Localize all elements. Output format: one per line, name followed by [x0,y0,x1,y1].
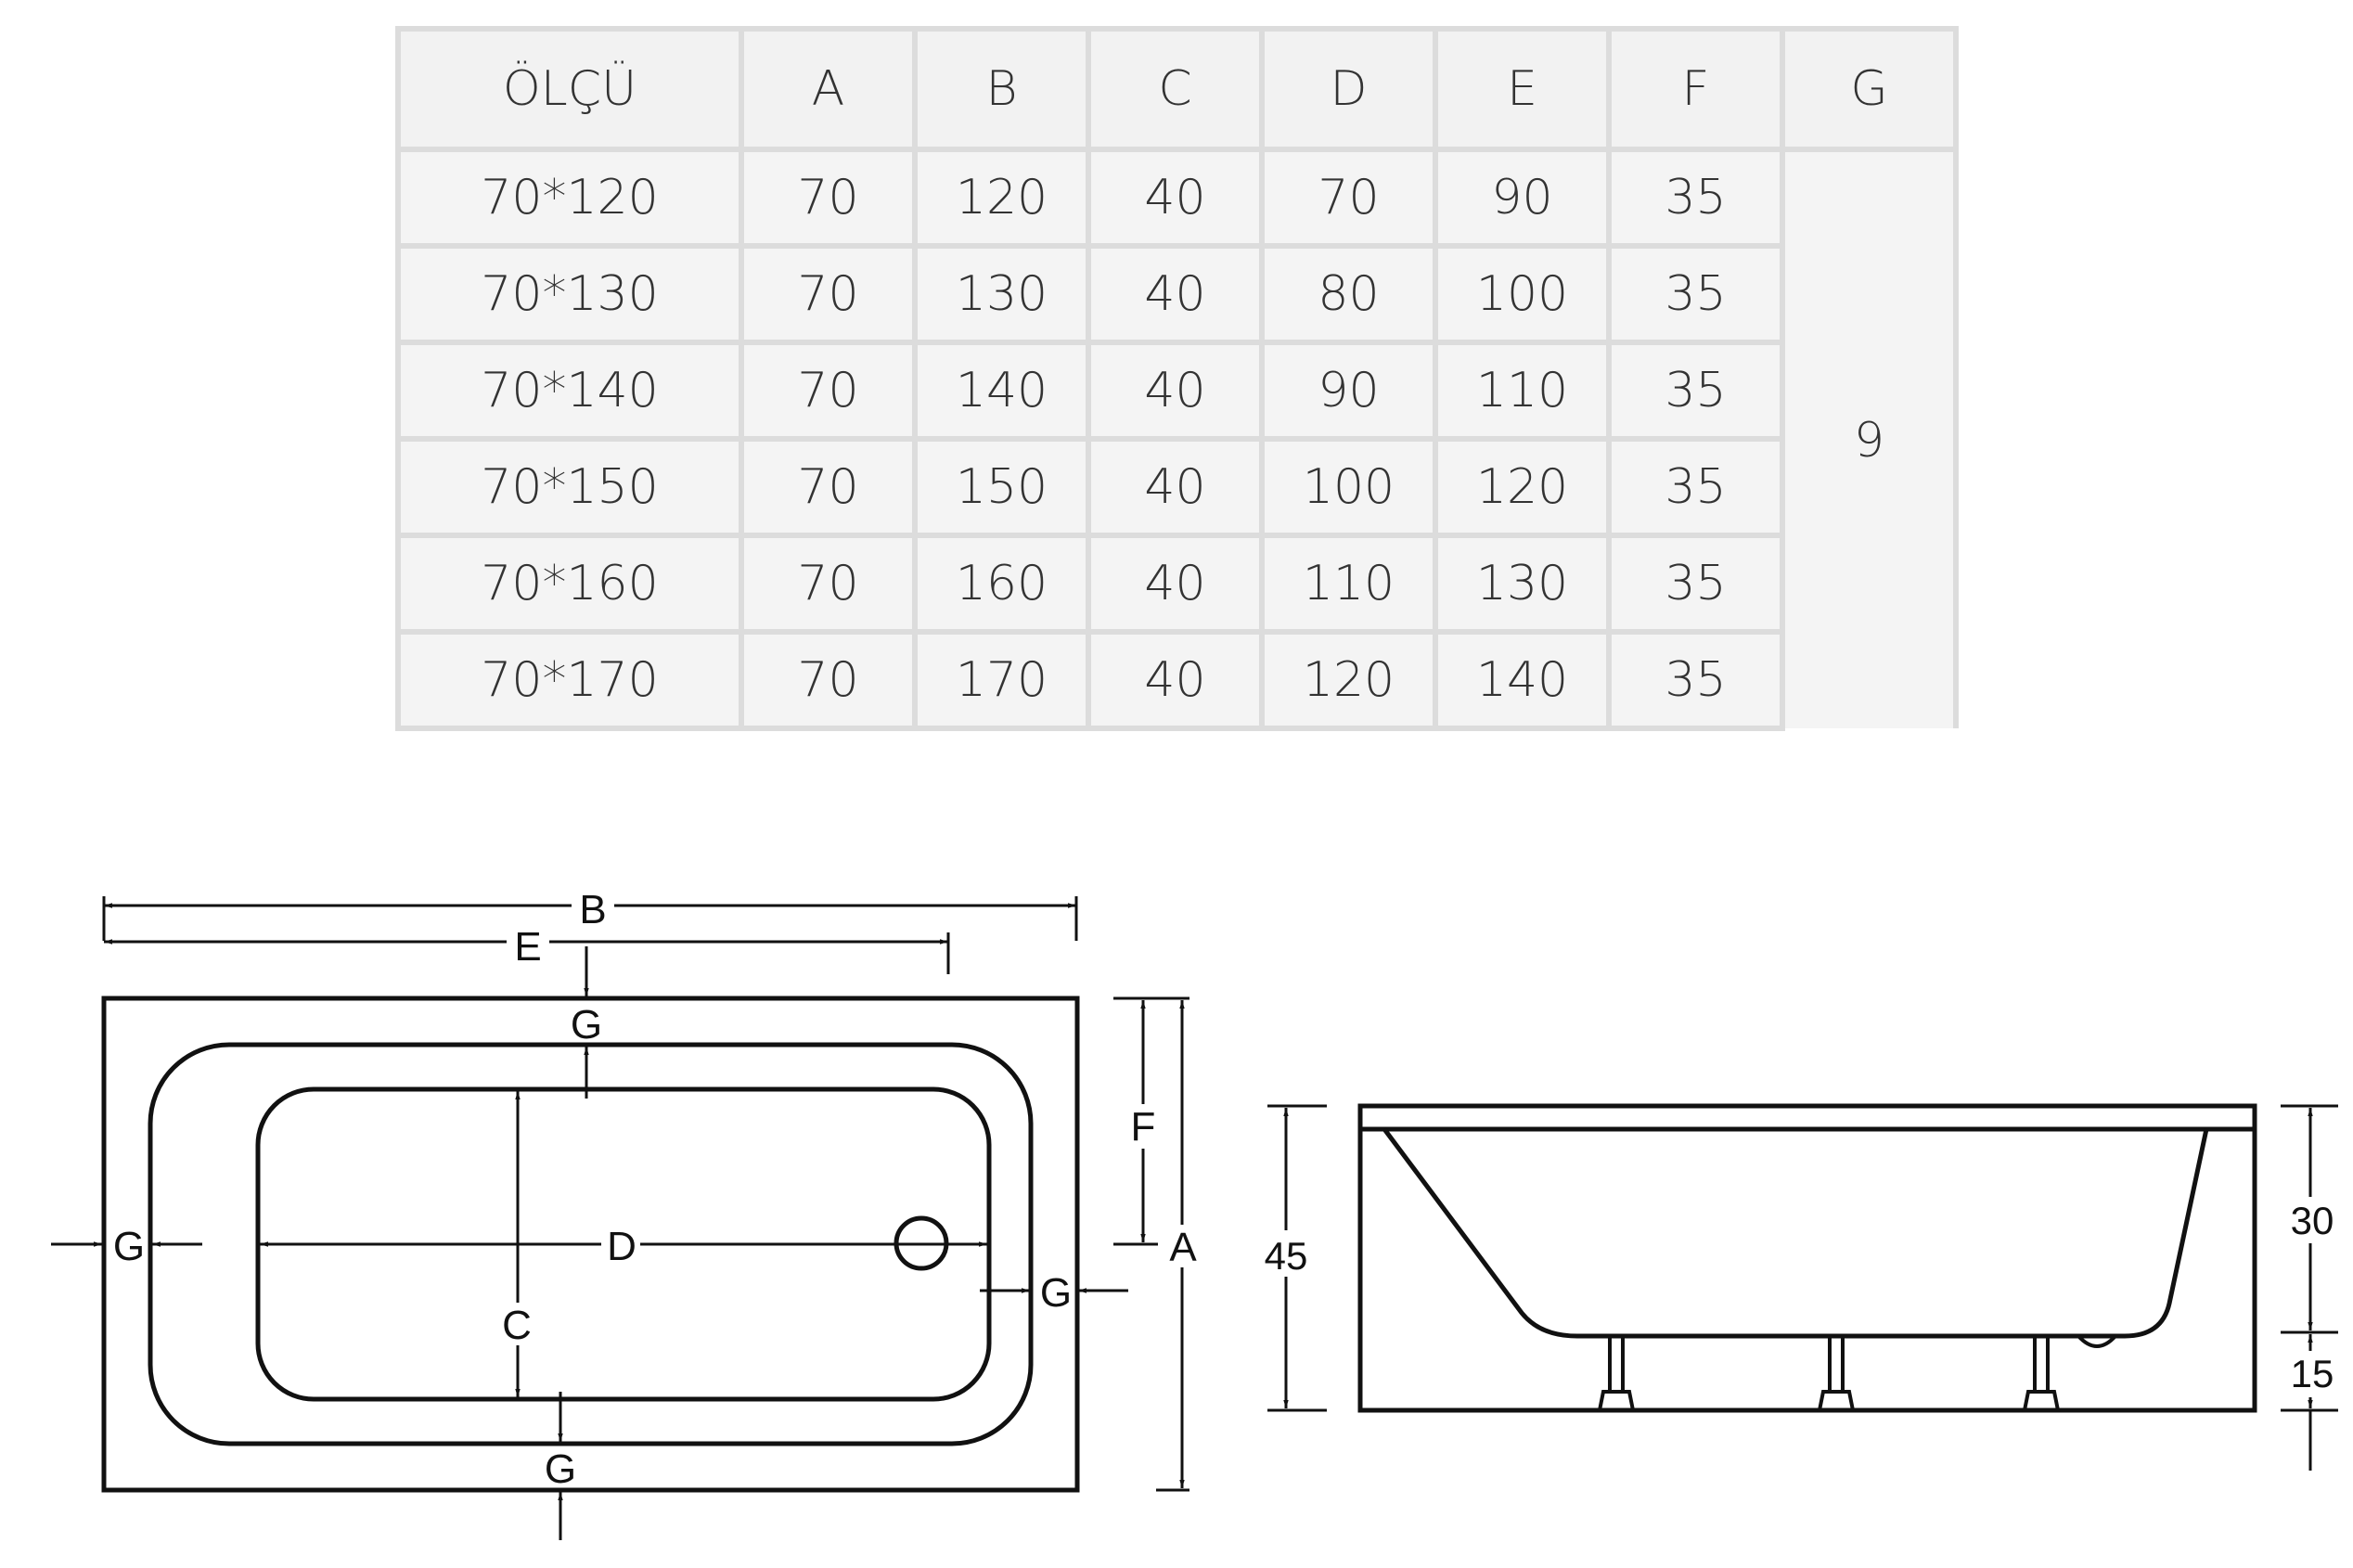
table-header-row: ÖLÇÜ A B C D E F G [395,26,1959,152]
cell-c: 40 [1086,629,1265,731]
table-row: 70*120 70 120 40 70 90 35 9 [395,147,1959,728]
header-b: B [912,26,1091,152]
cell-d: 80 [1259,243,1438,345]
cell-b: 130 [912,243,1091,345]
cell-c: 40 [1086,147,1265,249]
cell-size: 70*160 [395,533,744,635]
tub-outer-rim [101,996,1080,1493]
side-view-drawing [1267,1103,2338,1471]
label-e: E [514,924,541,970]
header-c: C [1086,26,1265,152]
cell-size: 70*120 [395,147,744,249]
cell-c: 40 [1086,436,1265,538]
cell-d: 100 [1259,436,1438,538]
cell-c: 40 [1086,243,1265,345]
cell-b: 140 [912,340,1091,442]
table-row: 70*150 70 150 40 100 120 35 [395,436,1956,538]
label-d: D [607,1224,636,1269]
cell-size: 70*130 [395,243,744,345]
label-f: F [1131,1104,1156,1150]
cell-e: 140 [1433,629,1612,731]
table-row: 70*170 70 170 40 120 140 35 [395,629,1956,731]
cell-c: 40 [1086,533,1265,635]
cell-b: 150 [912,436,1091,538]
label-g-left: G [113,1224,145,1269]
cell-d: 90 [1259,340,1438,442]
cell-d: 70 [1259,147,1438,249]
label-30: 30 [2291,1199,2334,1242]
cell-g-merged: 9 [1780,147,1959,728]
support-leg [1597,1336,1636,1412]
cell-e: 90 [1433,147,1612,249]
label-15: 15 [2291,1352,2334,1395]
cell-a: 70 [739,629,918,731]
cell-c: 40 [1086,340,1265,442]
top-view-labels: B E G G G G D C F A [113,883,1202,1492]
cell-e: 130 [1433,533,1612,635]
top-view-drawing [51,896,1189,1540]
cell-b: 160 [912,533,1091,635]
label-a: A [1169,1225,1197,1270]
label-45: 45 [1265,1234,1308,1278]
cell-e: 100 [1433,243,1612,345]
dimension-table: ÖLÇÜ A B C D E F G 70*120 70 120 40 70 9… [395,26,1959,731]
tub-basin-profile [1382,1127,2209,1339]
cell-f: 35 [1606,533,1785,635]
support-leg [1817,1336,1856,1412]
header-f: F [1606,26,1785,152]
tub-side-panel [1357,1103,2257,1413]
cell-b: 170 [912,629,1091,731]
header-d: D [1259,26,1438,152]
label-g-top: G [571,1002,602,1047]
label-c: C [502,1303,532,1348]
header-a: A [739,26,918,152]
tub-inner-rim [148,1042,1034,1446]
tub-basin [255,1086,992,1402]
label-g-bottom: G [545,1446,576,1492]
header-g: G [1780,26,1959,152]
cell-d: 110 [1259,533,1438,635]
cell-e: 120 [1433,436,1612,538]
table-row: 70*160 70 160 40 110 130 35 [395,533,1956,635]
cell-f: 35 [1606,629,1785,731]
cell-size: 70*140 [395,340,744,442]
table-row: 70*140 70 140 40 90 110 35 [395,340,1956,442]
side-view-labels: 45 30 15 [1258,1197,2340,1397]
label-g-right: G [1040,1270,1072,1316]
cell-b: 120 [912,147,1091,249]
cell-a: 70 [739,533,918,635]
drain-pipe-icon [2077,1334,2117,1348]
cell-f: 35 [1606,147,1785,249]
cell-f: 35 [1606,340,1785,442]
cell-e: 110 [1433,340,1612,442]
cell-size: 70*150 [395,436,744,538]
cell-f: 35 [1606,436,1785,538]
cell-size: 70*170 [395,629,744,731]
label-b: B [579,887,606,932]
cell-a: 70 [739,340,918,442]
cell-d: 120 [1259,629,1438,731]
cell-a: 70 [739,436,918,538]
cell-a: 70 [739,147,918,249]
support-leg [2022,1336,2061,1412]
header-olcu: ÖLÇÜ [395,26,744,152]
cell-a: 70 [739,243,918,345]
table-row: 70*130 70 130 40 80 100 35 [395,243,1956,345]
cell-f: 35 [1606,243,1785,345]
header-e: E [1433,26,1612,152]
